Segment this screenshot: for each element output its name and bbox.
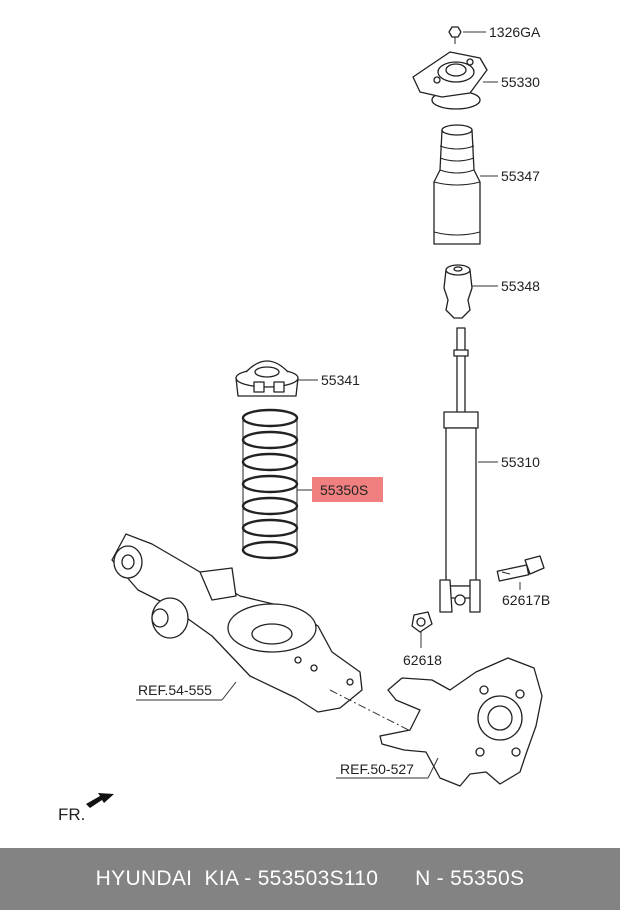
top-nut — [448, 26, 462, 44]
rear-knuckle — [379, 657, 543, 787]
label-1326ga: 1326GA — [489, 24, 541, 40]
label-55341: 55341 — [321, 372, 360, 388]
bolt — [496, 555, 545, 582]
label-ref-50-527: REF.50-527 — [340, 761, 414, 777]
label-62617b: 62617B — [502, 592, 550, 608]
nut — [411, 611, 433, 633]
shock-absorber — [439, 327, 481, 613]
highlight-55350s — [312, 477, 383, 502]
label-55347: 55347 — [501, 168, 540, 184]
label-55310: 55310 — [501, 454, 540, 470]
front-arrow-icon — [86, 793, 114, 808]
coil-spring — [241, 408, 299, 560]
label-55350s: 55350S — [320, 482, 368, 498]
label-fr: FR. — [58, 805, 85, 824]
spring-upper-pad — [235, 360, 299, 397]
label-55330: 55330 — [501, 74, 540, 90]
dust-cover — [433, 124, 481, 245]
strut-mount — [412, 51, 488, 110]
bump-stopper — [443, 264, 473, 319]
exploded-parts-diagram: 1326GA 55330 55347 55348 — [58, 24, 550, 824]
label-62618: 62618 — [403, 652, 442, 668]
lower-control-arm — [111, 533, 363, 713]
part-number-footer: HYUNDAI KIA - 553503S110 N - 55350S — [0, 848, 620, 910]
label-ref-54-555: REF.54-555 — [138, 682, 212, 698]
footer-text: HYUNDAI KIA - 553503S110 N - 55350S — [95, 867, 525, 890]
label-55348: 55348 — [501, 278, 540, 294]
